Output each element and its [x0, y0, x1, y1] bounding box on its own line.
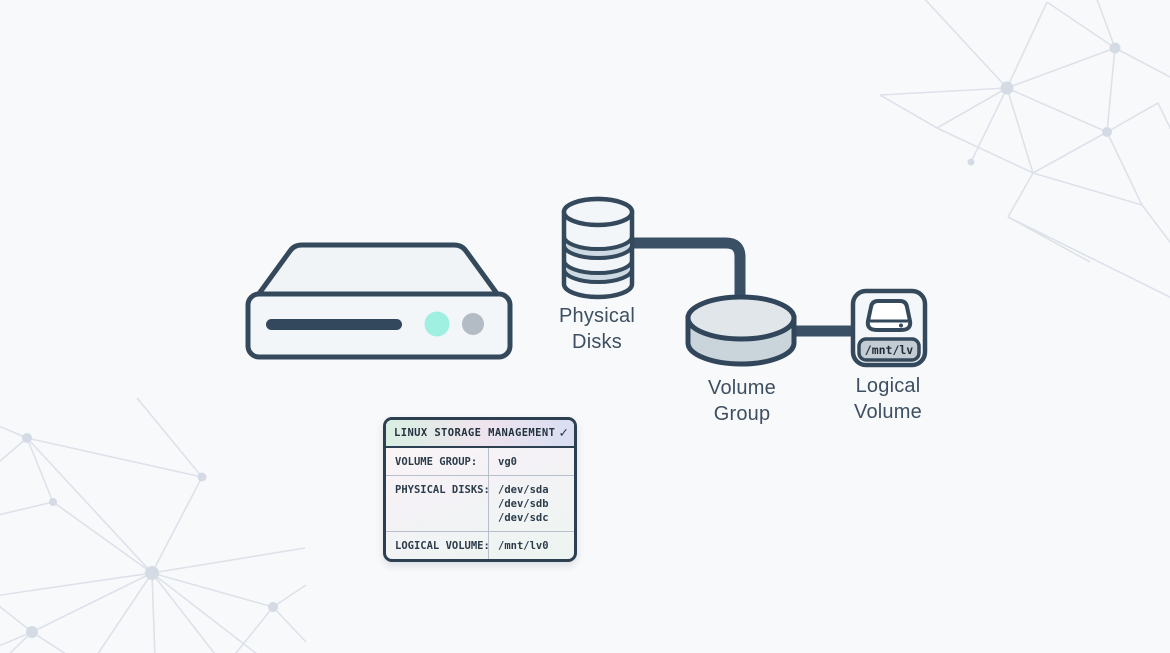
value-line: /dev/sdb: [498, 498, 549, 510]
logical-volume-label: Logical Volume: [854, 375, 922, 423]
value-line: vg0: [498, 456, 517, 468]
physical-disks-label: Physical Disks: [558, 305, 636, 353]
cylinder-band-upper: [562, 235, 634, 261]
value-line: /dev/sdc: [498, 512, 549, 524]
disk-top: [685, 294, 797, 342]
card-title: LINUX STORAGE MANAGEMENT: [394, 427, 556, 439]
connector-disks-to-volume-group: [630, 237, 746, 308]
value-line: /mnt/lv0: [498, 540, 549, 552]
mount-tag-text: /mnt/lv: [865, 343, 914, 357]
server-led-teal: [424, 311, 450, 337]
table-row-physical-disks: PHYSICAL DISKS: /dev/sda /dev/sdb /dev/s…: [386, 476, 574, 532]
drive-glyph-led: [899, 323, 903, 328]
row-label: PHYSICAL DISKS:: [386, 476, 490, 531]
server-led-gray: [462, 313, 484, 335]
database-stack-icon: [558, 196, 638, 305]
table-row-logical-volume: LOGICAL VOLUME: /mnt/lv0: [386, 532, 574, 559]
value-line: /dev/sda: [498, 484, 549, 496]
cylinder-top-ellipse: [561, 196, 635, 228]
row-label: LOGICAL VOLUME:: [386, 532, 490, 559]
server-top-face: [255, 242, 501, 297]
storage-summary-card: LINUX STORAGE MANAGEMENT ✓ VOLUME GROUP:…: [383, 417, 577, 562]
row-value: vg0: [489, 448, 574, 475]
table-row-volume-group: VOLUME GROUP: vg0: [386, 448, 574, 476]
row-value: /dev/sda /dev/sdb /dev/sdc: [489, 476, 574, 531]
hard-drive-icon: /mnt/lv: [850, 288, 928, 373]
cylinder-band-lower: [562, 259, 634, 285]
row-label: VOLUME GROUP:: [386, 448, 489, 475]
disk-cylinder-icon: [683, 293, 799, 378]
server-slot: [266, 319, 402, 330]
mount-tag-pill: [857, 337, 921, 362]
row-value: /mnt/lv0: [489, 532, 574, 559]
drive-glyph: [865, 299, 913, 332]
check-icon: ✓: [559, 425, 568, 441]
card-header: LINUX STORAGE MANAGEMENT ✓: [386, 420, 574, 448]
volume-group-label: Volume Group: [708, 377, 776, 425]
server-icon: [244, 238, 514, 367]
